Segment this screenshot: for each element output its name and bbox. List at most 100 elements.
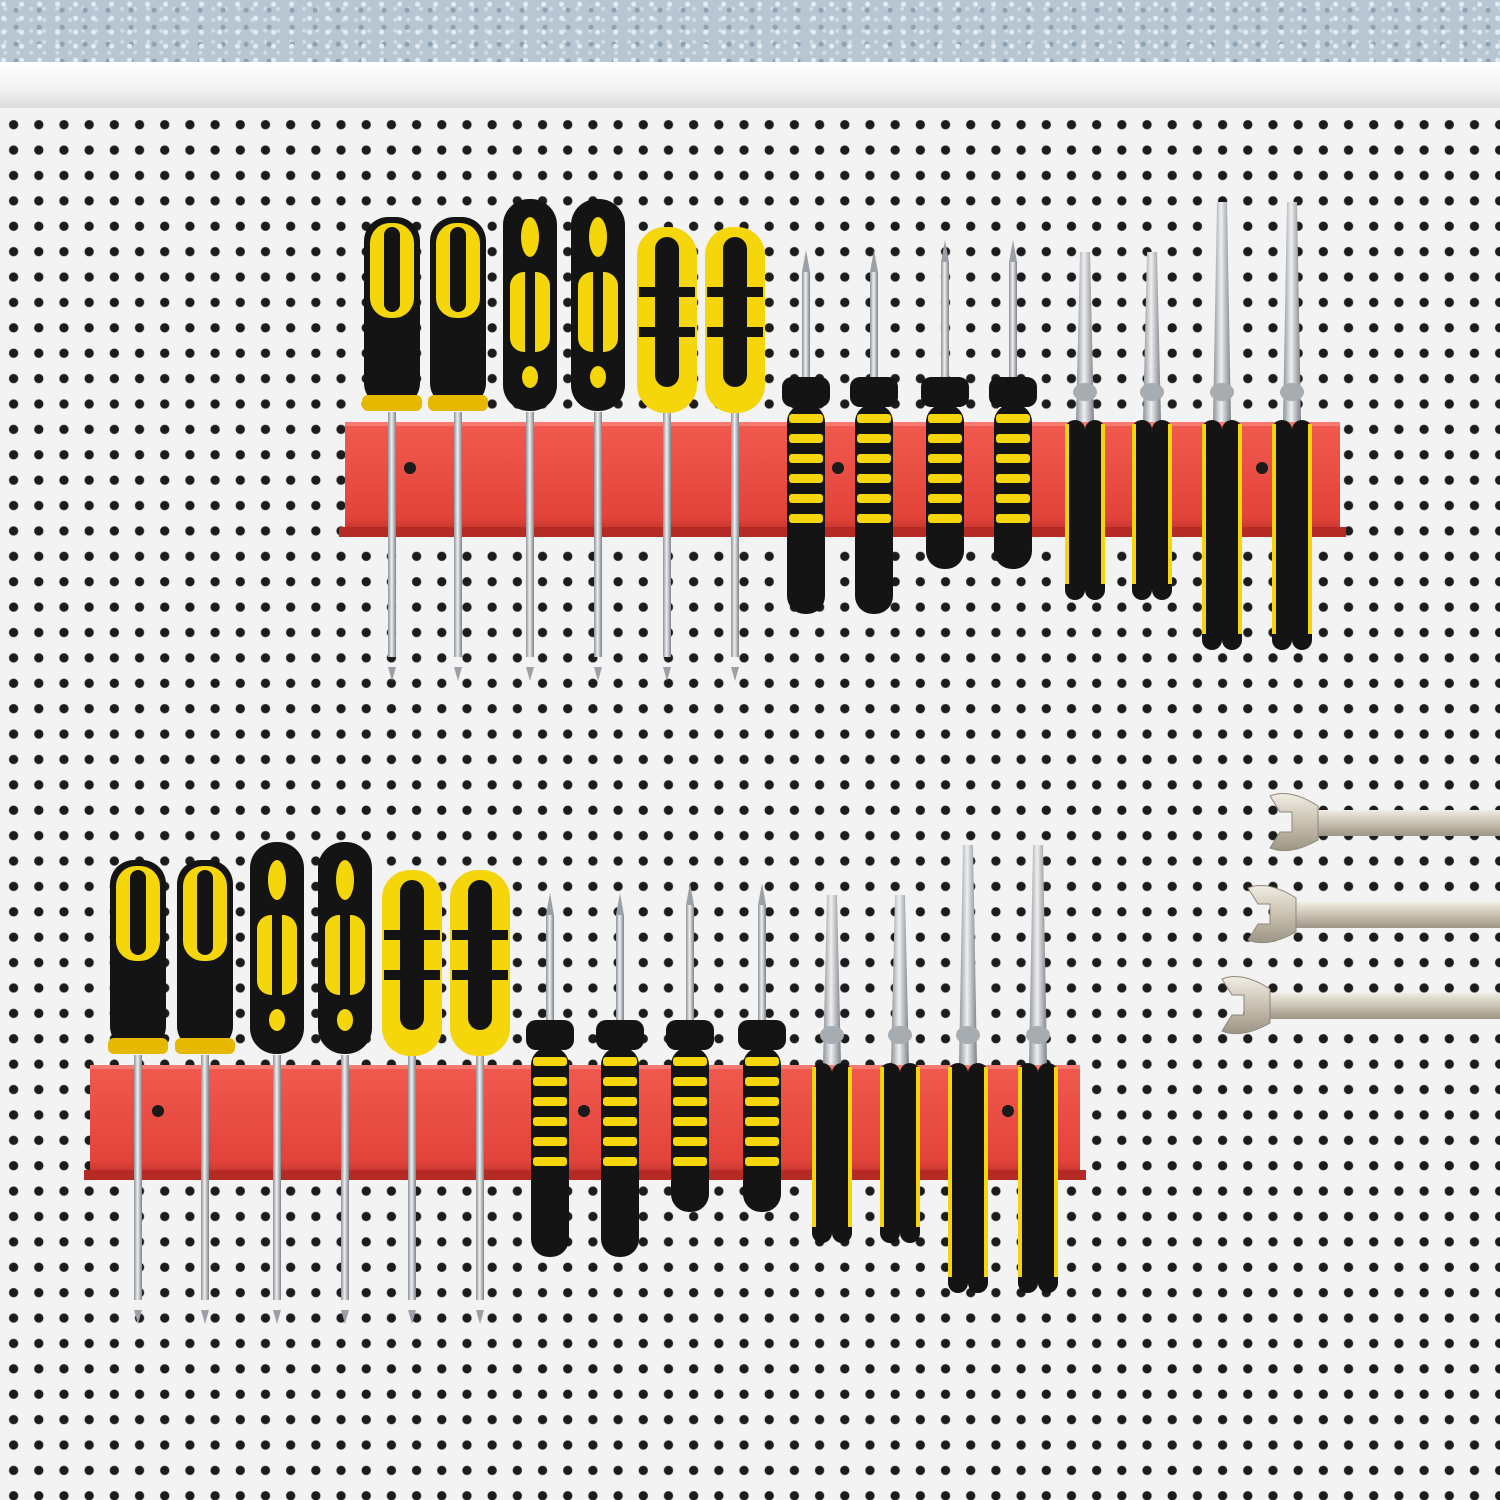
screw-icon [152, 1105, 164, 1117]
handle-yellow-oval [337, 1009, 353, 1031]
pick-tip [1009, 240, 1017, 262]
screwdriver-tip [273, 1310, 281, 1324]
plier-grip-left [948, 1063, 968, 1293]
pick-collar [596, 1020, 644, 1050]
pick-stripe [857, 514, 891, 523]
pick-stripe [928, 414, 962, 423]
plier-grip-accent [948, 1067, 952, 1277]
pick-tip [686, 883, 694, 905]
pick-handle [671, 1047, 709, 1212]
pick-stripe [857, 474, 891, 483]
pick-stripe [745, 1097, 779, 1106]
screwdriver-shaft [341, 1055, 349, 1300]
pick-stripe [857, 494, 891, 503]
pick-collar [782, 377, 830, 407]
rail-lip [84, 1170, 1086, 1180]
screw-icon [832, 462, 844, 474]
pick-stripe [996, 514, 1030, 523]
tool-rack-lower [84, 842, 1086, 1324]
handle-yellow-oval [268, 860, 286, 900]
handle-collar [428, 395, 488, 411]
pick-stripe [928, 494, 962, 503]
textured-wall [0, 0, 1500, 62]
pick-stripe [789, 474, 823, 483]
handle-stripe [384, 227, 400, 312]
pick-stripe [533, 1137, 567, 1146]
pick-collar [850, 377, 898, 407]
pick-stripe [745, 1057, 779, 1066]
plier-grip-right [832, 1063, 852, 1243]
pick-tip [758, 883, 766, 905]
plier-grip-accent [1054, 1067, 1058, 1277]
pick-stripe [928, 474, 962, 483]
plier-grip-accent [1272, 424, 1276, 634]
pick-shaft [802, 272, 810, 382]
plier-grip-accent [1101, 424, 1105, 584]
pick-stripe [928, 454, 962, 463]
pick-collar [921, 377, 969, 407]
handle-collar [175, 1038, 235, 1054]
plier-grip-left [1132, 420, 1152, 600]
plier-grip-left [1065, 420, 1085, 600]
handle-stripe [400, 880, 424, 1030]
screw-icon [404, 462, 416, 474]
plier-pivot [1073, 383, 1097, 401]
pick-stripe [745, 1157, 779, 1166]
plier-jaw [823, 895, 841, 1065]
handle-yellow-oval [522, 366, 538, 388]
pick-stripe [789, 454, 823, 463]
pick-stripe [857, 434, 891, 443]
wrench-head [1247, 885, 1297, 944]
tool-rack-upper [339, 199, 1346, 681]
plier-grip-right [1152, 420, 1172, 600]
pick-stripe [928, 434, 962, 443]
plier-grip-accent [916, 1067, 920, 1227]
plier-grip-accent [1202, 424, 1206, 634]
screwdriver-tip [731, 667, 739, 681]
plier-pivot [888, 1026, 912, 1044]
plier-pivot [820, 1026, 844, 1044]
pick-stripe [673, 1157, 707, 1166]
plier-pivot [956, 1026, 980, 1044]
plier-grip-right [968, 1063, 988, 1293]
wrench-icon [1221, 976, 1500, 1035]
pick-handle [994, 404, 1032, 569]
plier-jaw [891, 895, 909, 1065]
screwdriver-shaft [408, 1055, 416, 1300]
plier-grip-accent [848, 1067, 852, 1227]
handle-stripe [655, 237, 679, 387]
plier-grip-accent [1238, 424, 1242, 634]
wrench-shaft [1310, 810, 1500, 836]
pick-stripe [789, 494, 823, 503]
screwdriver-tip [408, 1310, 416, 1324]
screwdriver-tip [526, 667, 534, 681]
wrench-icon [1269, 793, 1500, 852]
pick-stripe [533, 1057, 567, 1066]
pick-stripe [603, 1097, 637, 1106]
plier-jaw [959, 845, 977, 1065]
pick-tip [870, 250, 878, 272]
handle-yellow-oval [589, 217, 607, 257]
handle-collar [362, 395, 422, 411]
screwdriver-shaft [663, 412, 671, 657]
screwdriver-shaft [388, 412, 396, 657]
pick-stripe [857, 414, 891, 423]
handle-stripe [450, 227, 466, 312]
plier-pivot [1026, 1026, 1050, 1044]
handle-stripe [197, 870, 213, 955]
pick-collar [526, 1020, 574, 1050]
handle-band [707, 287, 763, 297]
screw-icon [1002, 1105, 1014, 1117]
handle-yellow-oval [336, 860, 354, 900]
rack-front-tools [362, 199, 1312, 681]
screwdriver-shaft [273, 1055, 281, 1300]
screwdriver-tip [341, 1310, 349, 1324]
pick-stripe [996, 474, 1030, 483]
rail-highlight [90, 1065, 1080, 1069]
pick-stripe [673, 1097, 707, 1106]
wrench-head [1269, 793, 1319, 852]
screwdriver-tip [454, 667, 462, 681]
plier-grip-accent [1308, 424, 1312, 634]
